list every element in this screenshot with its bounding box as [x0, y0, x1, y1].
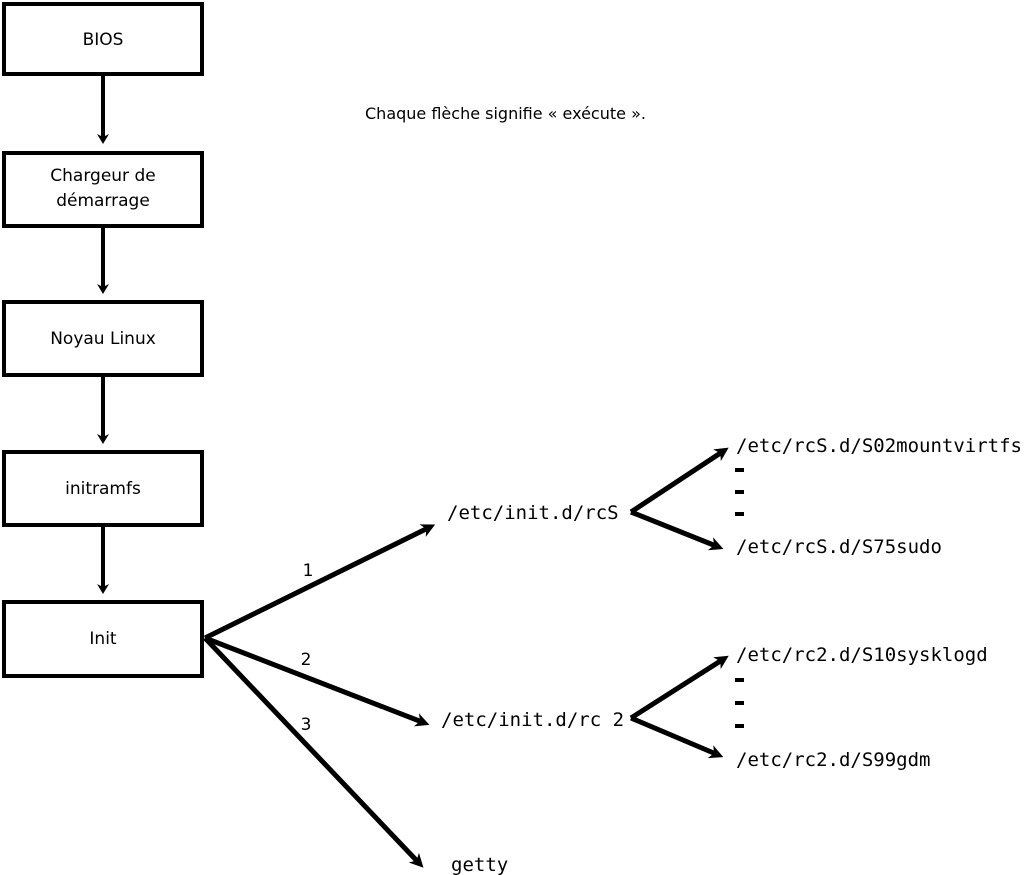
- box-kernel-rect: [2, 300, 204, 377]
- rcs-ellipsis-dot-3: [735, 512, 744, 516]
- branch-number-3: 3: [301, 715, 312, 735]
- box-kernel-label: Noyau Linux: [50, 329, 156, 349]
- box-bios: BIOS: [2, 2, 204, 76]
- box-bootloader: Chargeur de démarrage: [2, 151, 204, 228]
- box-bootloader-rect: [2, 151, 204, 228]
- box-bios-label: BIOS: [83, 30, 124, 50]
- rc2-ellipsis-dot-1: [735, 678, 744, 682]
- branch-number-2: 2: [301, 650, 312, 670]
- arrow-init-to-getty: [203, 636, 424, 868]
- box-initramfs: initramfs: [2, 450, 204, 527]
- arrow-init-to-rcs: [203, 524, 436, 641]
- label-rc2-script: /etc/init.d/rc 2: [441, 709, 624, 731]
- rc2-ellipsis-dot-2: [735, 701, 744, 705]
- label-rcs-first-script: /etc/rcS.d/S02mountvirtfs: [736, 435, 1022, 457]
- arrow-rcs-to-first: [629, 447, 729, 515]
- box-bootloader-label-line1: Chargeur de: [50, 166, 155, 186]
- label-rc2-last-script: /etc/rc2.d/S99gdm: [736, 749, 930, 771]
- diagram-caption: Chaque flèche signifie « exécute ».: [365, 104, 646, 123]
- arrow-rc2-to-last: [630, 715, 724, 759]
- box-init: Init: [2, 600, 204, 678]
- box-init-rect: [2, 600, 204, 678]
- label-rcs-last-script: /etc/rcS.d/S75sudo: [736, 536, 942, 558]
- arrow-rcs-to-last: [630, 509, 724, 551]
- rc2-ellipsis: [735, 678, 744, 728]
- rc2-ellipsis-dot-3: [735, 724, 744, 728]
- box-kernel: Noyau Linux: [2, 300, 204, 377]
- box-bios-rect: [2, 2, 204, 76]
- arrow-init-to-rc2: [204, 635, 430, 727]
- box-bootloader-label-line2: démarrage: [56, 191, 150, 211]
- box-init-label: Init: [89, 629, 117, 649]
- rcs-ellipsis: [735, 468, 744, 516]
- label-rcs-script: /etc/init.d/rcS: [447, 502, 619, 524]
- label-rc2-first-script: /etc/rc2.d/S10sysklogd: [736, 644, 988, 666]
- arrow-rc2-to-first: [629, 655, 729, 721]
- box-initramfs-rect: [2, 450, 204, 527]
- label-getty: getty: [451, 854, 508, 875]
- rcs-ellipsis-dot-1: [735, 468, 744, 472]
- box-initramfs-label: initramfs: [65, 479, 141, 499]
- rcs-ellipsis-dot-2: [735, 490, 744, 494]
- branch-number-1: 1: [303, 561, 314, 581]
